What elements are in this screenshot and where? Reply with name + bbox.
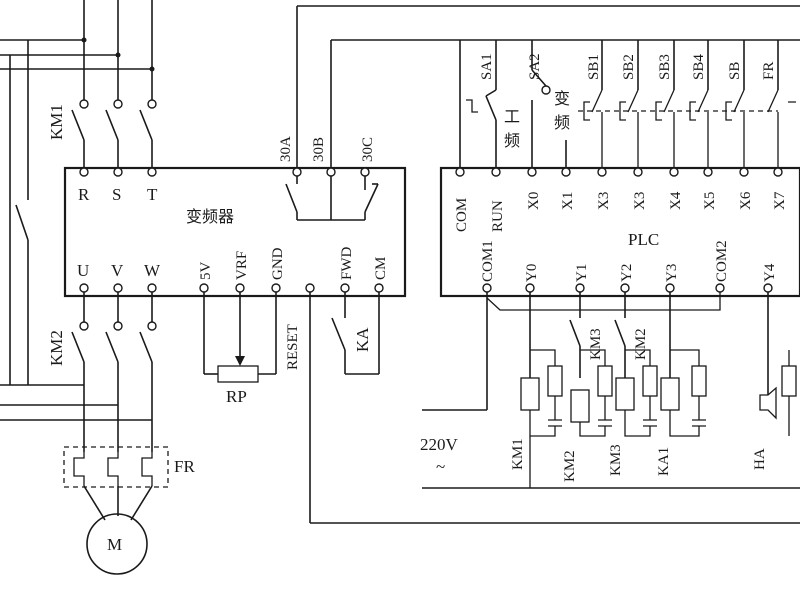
horn-ha-label: HA bbox=[752, 448, 768, 470]
plc-out-y0: Y0 bbox=[524, 264, 540, 282]
plc-in-x3b: X3 bbox=[632, 192, 648, 210]
coil-ka1-label: KA1 bbox=[656, 447, 672, 476]
plc-out-y2: Y2 bbox=[619, 264, 635, 282]
coil-km3-label: KM3 bbox=[608, 444, 624, 476]
coil-km2-label: KM2 bbox=[562, 450, 578, 482]
plc-out-y1: Y1 bbox=[574, 264, 590, 282]
plc-out-y4: Y4 bbox=[762, 263, 778, 282]
coil-km1-label: KM1 bbox=[510, 438, 526, 470]
ka-contact bbox=[331, 292, 380, 375]
terminal-s: S bbox=[112, 185, 121, 204]
fr-label: FR bbox=[174, 457, 195, 476]
km1-label: KM1 bbox=[47, 104, 66, 140]
inverter-output-terminals bbox=[79, 283, 157, 293]
terminal-w: W bbox=[144, 261, 161, 280]
terminal-u: U bbox=[77, 261, 89, 280]
plc-input-labels: SA1 SA2 SB1 SB2 SB3 SB4 SB FR bbox=[479, 53, 777, 80]
sb4-label: SB4 bbox=[691, 54, 707, 80]
potentiometer bbox=[203, 292, 277, 383]
plc-in-x6: X6 bbox=[738, 191, 754, 210]
terminal-30c: 30C bbox=[360, 137, 376, 162]
supply-ac-symbol: ~ bbox=[436, 457, 445, 476]
plc-out-y3: Y3 bbox=[664, 264, 680, 282]
rp-label: RP bbox=[226, 387, 247, 406]
sb3-label: SB3 bbox=[657, 54, 673, 80]
interlock-km2-label: KM2 bbox=[633, 328, 649, 360]
sa1-label: SA1 bbox=[479, 53, 495, 80]
terminal-fwd: FWD bbox=[339, 247, 355, 281]
overload-relay bbox=[63, 446, 169, 521]
sb1-label: SB1 bbox=[586, 54, 602, 80]
plc-in-x5: X5 bbox=[702, 192, 718, 210]
interlock-km3-label: KM3 bbox=[588, 328, 604, 360]
motor-label: M bbox=[107, 535, 122, 554]
plc-title: PLC bbox=[628, 230, 659, 249]
output-circuit bbox=[422, 292, 800, 489]
plc-input-wiring bbox=[459, 40, 796, 168]
inverter-title: 变频器 bbox=[186, 207, 234, 226]
sb-label: SB bbox=[727, 62, 743, 80]
pot-terminals bbox=[199, 283, 384, 293]
km1-contacts bbox=[71, 99, 157, 172]
plc-in-x1: X1 bbox=[560, 192, 576, 210]
plc-output-terminals bbox=[482, 283, 773, 293]
plc-out-com2: COM2 bbox=[714, 240, 730, 282]
reset-label: RESET bbox=[285, 324, 301, 370]
supply-voltage-label: 220V bbox=[420, 435, 459, 454]
terminal-cm: CM bbox=[373, 257, 389, 280]
plc-in-x4: X4 bbox=[668, 191, 684, 210]
plc-in-x7: X7 bbox=[772, 191, 788, 210]
mode-inverter-label-2: 频 bbox=[554, 113, 570, 132]
power-bus bbox=[0, 0, 155, 100]
terminal-v: V bbox=[111, 261, 124, 280]
plc-in-x3a: X3 bbox=[596, 192, 612, 210]
plc-box bbox=[439, 166, 800, 298]
plc-in-x0: X0 bbox=[526, 192, 542, 210]
km2-label: KM2 bbox=[47, 330, 66, 366]
plc-input-terminals bbox=[455, 167, 783, 177]
terminal-t: T bbox=[147, 185, 158, 204]
terminal-vrf: VRF bbox=[234, 251, 250, 280]
terminal-r: R bbox=[78, 185, 90, 204]
inverter-box bbox=[63, 166, 407, 298]
mode-power-label-1: 工 bbox=[504, 107, 520, 126]
motor-symbol bbox=[86, 513, 148, 575]
sb2-label: SB2 bbox=[621, 54, 637, 80]
relay-contacts bbox=[285, 5, 800, 221]
mode-inverter-label-1: 变 bbox=[554, 89, 570, 108]
terminal-30a: 30A bbox=[278, 136, 294, 162]
mode-power-label-2: 频 bbox=[504, 131, 520, 150]
sa2-label: SA2 bbox=[527, 53, 543, 80]
fr-input-label: FR bbox=[761, 62, 777, 80]
plc-in-run: RUN bbox=[490, 200, 506, 232]
terminal-30b: 30B bbox=[311, 137, 327, 162]
inverter-input-terminals bbox=[79, 167, 157, 177]
terminal-5v: 5V bbox=[198, 262, 214, 281]
ka-label: KA bbox=[353, 327, 372, 352]
km2-contacts bbox=[71, 292, 157, 452]
terminal-gnd: GND bbox=[270, 247, 286, 280]
bypass-wiring bbox=[0, 40, 152, 421]
plc-out-com1: COM1 bbox=[480, 240, 496, 282]
plc-in-com: COM bbox=[454, 198, 470, 232]
